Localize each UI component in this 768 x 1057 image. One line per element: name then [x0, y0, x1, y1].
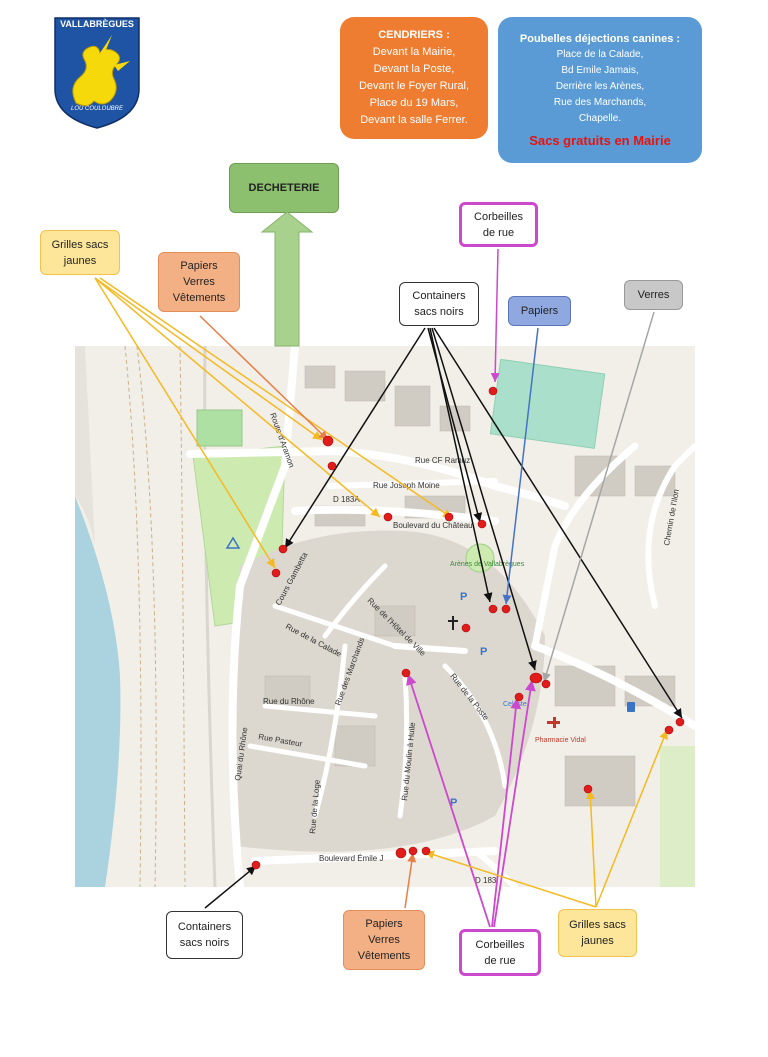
- fuel-icon: [627, 702, 635, 712]
- callout-text: sacs noirs: [414, 306, 464, 318]
- containers-callout: Containers sacs noirs: [166, 911, 243, 959]
- callout-text: Grilles sacs: [569, 919, 626, 931]
- callout-text: Containers: [412, 290, 466, 302]
- callout-text: Verres: [637, 289, 670, 301]
- vallabregues-crest: [54, 17, 140, 129]
- callout-text: Vêtements: [357, 950, 411, 962]
- cendriers-line: Devant la salle Ferrer.: [360, 114, 468, 126]
- decheterie-label: DECHETERIE: [248, 182, 320, 194]
- cendriers-title: CENDRIERS :: [378, 29, 450, 41]
- callout-text: jaunes: [63, 254, 97, 267]
- cendriers-line: Devant la Mairie,: [372, 46, 456, 58]
- callout-text: jaunes: [581, 935, 614, 947]
- map-label: Rue Joseph Moine: [373, 481, 440, 490]
- crest-title: VALLABRÈGUES: [60, 19, 134, 29]
- sacs-gratuits-note: Sacs gratuits en Mairie: [529, 133, 671, 148]
- poubelles-line: Derrière les Arènes,: [555, 81, 645, 92]
- corbeilles-callout: Corbeilles de rue: [459, 202, 538, 247]
- callout-text: Corbeilles: [475, 938, 525, 951]
- callout-text: Verres: [368, 934, 400, 946]
- decheterie-arrow: [260, 211, 314, 347]
- dragon-icon: [72, 45, 120, 107]
- map-label: Rue CF Ramuz: [415, 456, 470, 465]
- callout-text: de rue: [482, 226, 515, 239]
- poubelles-title: Poubelles déjections canines :: [519, 33, 681, 45]
- crest-motto: LOU COULOUBRE: [70, 106, 123, 112]
- containers-callout: Containers sacs noirs: [399, 282, 479, 326]
- map-label: D 183: [475, 876, 497, 885]
- poubelles-line: Chapelle.: [578, 113, 622, 124]
- callout-text: Grilles sacs: [51, 238, 109, 251]
- parking-icon: P: [460, 591, 467, 603]
- grilles-jaunes-callout: Grilles sacs jaunes: [558, 909, 637, 957]
- map-label: Rue du Rhône: [263, 697, 315, 706]
- verres-callout: Verres: [624, 280, 683, 310]
- poubelles-line: Place de la Calade,: [556, 49, 644, 60]
- cendriers-line: Devant le Foyer Rural,: [358, 80, 470, 92]
- cendriers-box: CENDRIERS : Devant la Mairie, Devant la …: [340, 17, 488, 139]
- map-label: Boulevard du Château: [393, 521, 473, 530]
- poubelles-box: Poubelles déjections canines : Place de …: [498, 17, 702, 163]
- rhone-river: [75, 496, 121, 887]
- map-label: Arènes de Vallabrègues: [450, 561, 525, 568]
- parking-icon: P: [450, 797, 457, 809]
- callout-text: Containers: [177, 921, 232, 933]
- decheterie-box: DECHETERIE: [229, 163, 339, 213]
- poubelles-line: Bd Emile Jamais,: [561, 65, 639, 76]
- callout-text: sacs noirs: [179, 937, 230, 949]
- parking-icon: P: [480, 646, 487, 658]
- callout-text: Papiers: [365, 918, 403, 930]
- callout-text: de rue: [484, 954, 516, 967]
- corbeilles-callout: Corbeilles de rue: [459, 929, 541, 976]
- cendriers-line: Place du 19 Mars,: [369, 97, 459, 109]
- papiers-verres-callout: Papiers Verres Vêtements: [343, 910, 425, 970]
- grilles-jaunes-callout: Grilles sacs jaunes: [40, 230, 120, 275]
- callout-text: Papiers: [520, 305, 559, 317]
- papiers-verres-callout: Papiers Verres Vêtements: [158, 252, 240, 312]
- map-label: Celeste: [503, 701, 527, 708]
- pharmacy-icon: [547, 717, 560, 728]
- map-label: Boulevard Émile J: [319, 854, 383, 863]
- callout-text: Corbeilles: [474, 210, 523, 223]
- map-label: D 183A: [333, 495, 360, 504]
- callout-text: Papiers: [180, 260, 218, 272]
- poubelles-line: Rue des Marchands,: [553, 97, 647, 108]
- map-label: Pharmacie Vidal: [535, 737, 586, 744]
- callout-text: Verres: [183, 276, 215, 288]
- callout-text: Vêtements: [172, 292, 226, 304]
- cendriers-line: Devant la Poste,: [373, 63, 455, 75]
- town-map: Route d'Aramon Rue CF Ramuz Rue Joseph M…: [75, 346, 695, 887]
- papiers-callout: Papiers: [508, 296, 571, 326]
